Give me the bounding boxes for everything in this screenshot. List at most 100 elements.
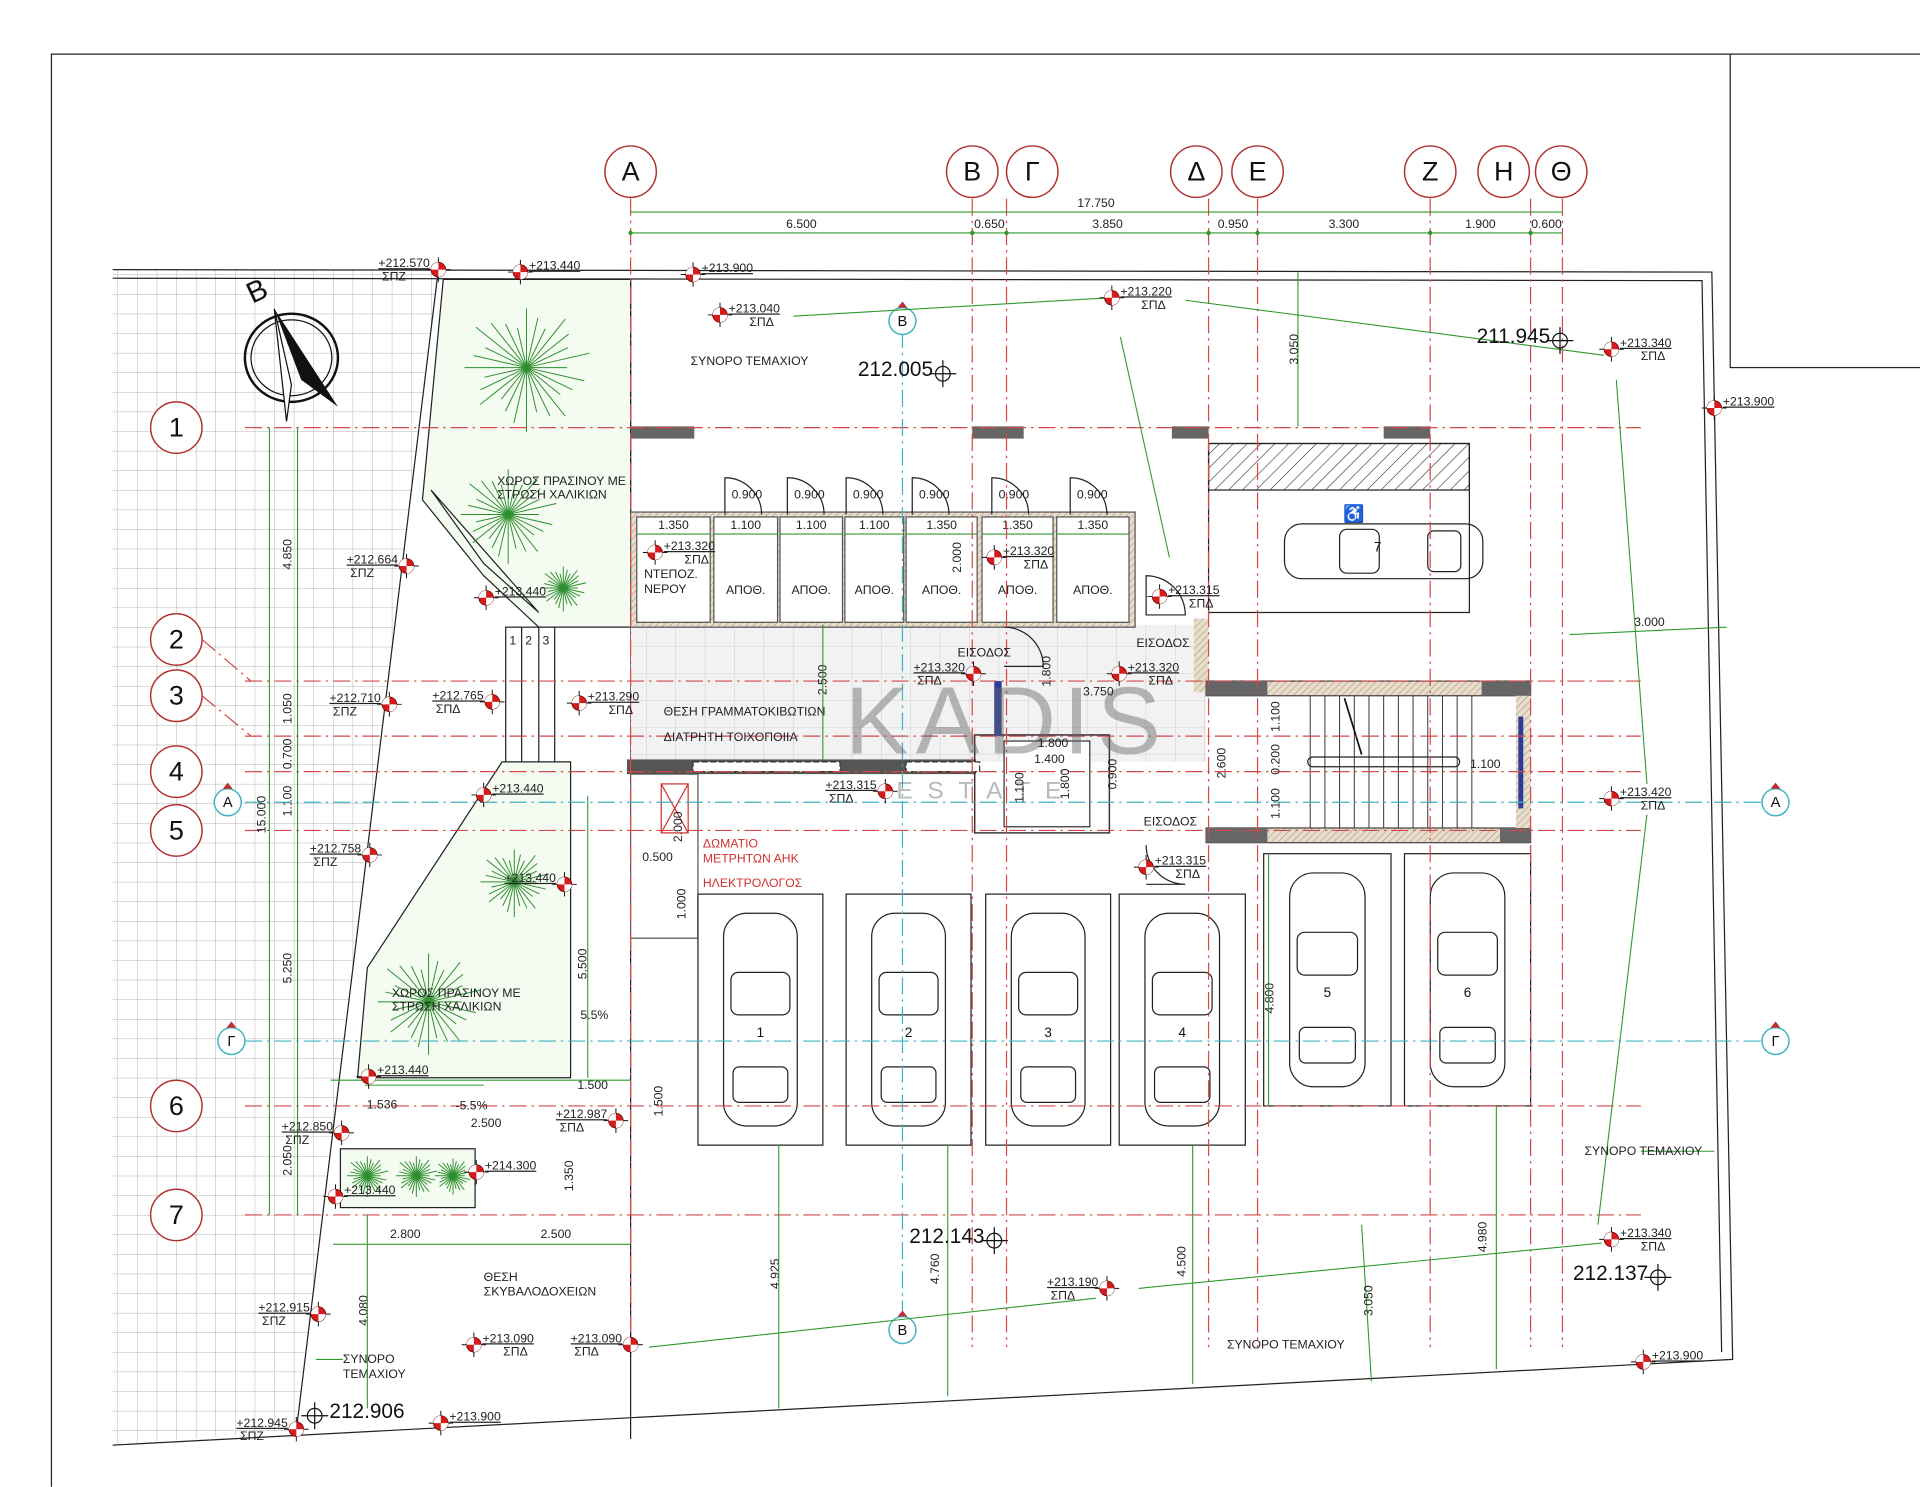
level-code: ΣΠΔ [574, 1345, 599, 1359]
dimension-label: 1.536 [367, 1097, 398, 1111]
grid-column-bubble: Α [604, 145, 658, 199]
grid-column-bubble: Ε [1231, 145, 1284, 199]
spot-height: 212.906 [301, 1400, 405, 1430]
row-dimension: 1.100 [280, 786, 294, 817]
level-value: +213.040 [729, 301, 781, 315]
annotations: ΣΥΝΟΡΟ ΤΕΜΑΧΙΟΥ ΣΥΝΟΡΟ ΤΕΜΑΧΙΟΥ ΣΥΝΟΡΟ Τ… [343, 354, 1702, 1381]
level-value: +212.765 [432, 688, 484, 702]
row-dimension: 4.850 [280, 539, 294, 570]
dimension-label: 1.800 [1040, 656, 1054, 687]
column-dimension: 0.600 [1531, 217, 1562, 231]
room-label: ΑΠΟΘ. [792, 583, 831, 597]
grid-column-label: Ε [1249, 157, 1267, 187]
level-value: +212.915 [258, 1301, 310, 1315]
tree-icon [464, 308, 590, 433]
spot-height: 212.137 [1573, 1262, 1672, 1291]
dimension-label: 3.050 [1287, 334, 1301, 365]
grid-row-label: 2 [169, 624, 184, 654]
dimension-label: 1.100 [1013, 772, 1027, 803]
level-code: ΣΠΔ [1641, 349, 1666, 363]
level-value: +213.315 [825, 778, 877, 792]
entrance-label: ΕΙΣΟΔΟΣ [1136, 636, 1190, 650]
car-icon [1010, 912, 1086, 1127]
parking-bay: 6 [1403, 853, 1532, 1107]
green-area-south [339, 761, 572, 1209]
dimension-label: 1.500 [651, 1086, 665, 1117]
green-area-label: ΣΤΡΩΣΗ ΧΑΛΙΚΙΩΝ [392, 999, 502, 1013]
grid-row-label: 3 [169, 681, 184, 711]
level-value: +213.090 [482, 1331, 534, 1345]
grid-row-bubble: 3 [149, 669, 203, 723]
door-width-dimension: 0.900 [919, 488, 950, 502]
parking-number: 4 [1179, 1025, 1187, 1040]
grid-row-bubble: 4 [149, 745, 203, 799]
level-code: ΣΠΔ [749, 315, 774, 329]
watermark-brand: KADIS [845, 668, 1168, 774]
dimension-label: 4.980 [1476, 1221, 1490, 1252]
dimension-label: 4.925 [768, 1258, 782, 1289]
neighbour-grid-area [112, 269, 439, 1446]
level-value: +213.320 [1128, 660, 1180, 674]
spot-height-value: 212.005 [858, 358, 933, 381]
room-width-dimension: 1.350 [1002, 518, 1033, 532]
grid-column-label: Β [963, 157, 981, 187]
spot-height: 211.945 [1477, 325, 1574, 355]
dimension-label: 5.500 [576, 948, 590, 979]
level-marker: +213.900 [1702, 395, 1774, 421]
tree-icon [377, 953, 481, 1055]
car-icon [1144, 912, 1221, 1127]
car-icon [722, 912, 798, 1127]
door-icon: 0.900 [845, 477, 884, 515]
spot-height-value: 212.137 [1573, 1262, 1648, 1285]
parking-number: 1 [757, 1025, 764, 1040]
tree-icon [480, 849, 549, 918]
door-icon [1145, 575, 1186, 616]
dimension-label: 2.000 [950, 542, 964, 573]
grid-row-bubble: 1 [149, 401, 203, 455]
level-code: ΣΠΔ [1148, 674, 1173, 688]
spot-height: 212.005 [858, 358, 957, 388]
room-width-dimension: 1.100 [730, 518, 761, 532]
section-marker-g: Γ [217, 1021, 246, 1056]
level-code: ΣΠΔ [1051, 1288, 1076, 1302]
room-label: ΑΠΟΘ. [922, 583, 961, 597]
slope-label: -5.5% [456, 1099, 488, 1113]
dimension-label: 1.800 [1058, 768, 1072, 799]
grid-row-label: 1 [169, 413, 184, 443]
spot-height-value: 212.906 [329, 1400, 404, 1423]
level-value: +212.987 [556, 1107, 608, 1121]
grid-column-label: Α [622, 157, 640, 187]
section-label: Α [1771, 795, 1781, 811]
meter-room-label: ΜΕΤΡΗΤΩΝ ΑΗΚ [703, 851, 800, 865]
grid-row-label: 6 [169, 1091, 184, 1121]
level-marker: +213.900 [428, 1410, 501, 1436]
door-icon: 0.900 [1069, 477, 1108, 515]
door-icon: 0.900 [724, 477, 762, 515]
boundary-label: ΤΕΜΑΧΙΟΥ [343, 1367, 406, 1381]
room-width-dimension: 1.350 [658, 518, 689, 532]
parking-bay: 3 [985, 893, 1112, 1146]
sheet-frame [50, 53, 1920, 1487]
parking-number: 3 [1044, 1025, 1051, 1040]
boundary-label: ΣΥΝΟΡΟ ΤΕΜΑΧΙΟΥ [1227, 1337, 1345, 1351]
grid-row-label: 4 [169, 757, 184, 787]
level-value: +213.900 [1652, 1348, 1704, 1362]
room-width-dimension: 1.100 [859, 518, 890, 532]
bins-label: ΘΕΣΗ [484, 1270, 518, 1284]
level-value: +213.320 [664, 539, 716, 553]
wheelchair-icon: ♿ [1343, 503, 1364, 523]
room-label: ΑΠΟΘ. [998, 583, 1037, 597]
level-value: +213.440 [377, 1063, 429, 1077]
level-code: ΣΠΔ [1641, 799, 1666, 813]
level-code: ΣΠΔ [917, 674, 942, 688]
